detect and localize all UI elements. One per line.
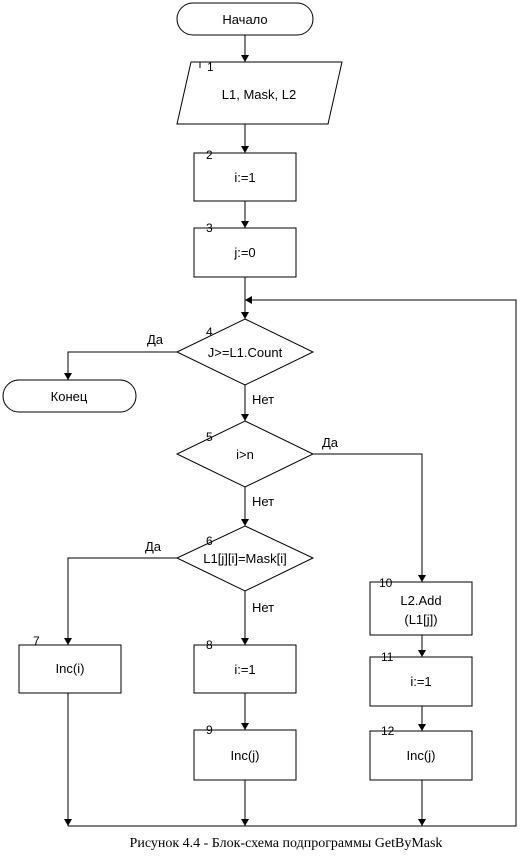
arrow-icon [245, 296, 252, 304]
block-12-text: Inc(j) [407, 748, 436, 763]
block-number: 11 [381, 650, 394, 664]
yes-label: Да [322, 435, 339, 450]
block-10-text-line2: (L1[j]) [404, 612, 437, 627]
block-2: 2 i:=1 [193, 148, 297, 202]
block-12: 12 Inc(j) [369, 724, 473, 781]
block-8: 8 i:=1 [193, 638, 297, 694]
block-4: 4 J>=L1.Count Да Нет [147, 318, 315, 407]
line-b4-yes [67, 351, 177, 380]
block-1-shape [176, 61, 343, 125]
connectors [64, 35, 517, 827]
block-8-shape [193, 644, 297, 694]
block-5-text: i>n [236, 447, 254, 462]
block-9-shape [193, 729, 297, 781]
end-label: Конец [51, 389, 88, 404]
block-number: 9 [206, 723, 213, 737]
block-4-text: J>=L1.Count [208, 345, 283, 360]
block-5: 5 i>n Да Нет [175, 420, 339, 509]
arrow-icon [241, 221, 249, 228]
block-11: 11 i:=1 [369, 650, 473, 707]
line-b5-yes [313, 453, 423, 582]
block-6-text: L1[j][i]=Mask[i] [203, 551, 286, 566]
block-7-shape [18, 644, 122, 694]
block-10-text-line1: L2.Add [400, 593, 441, 608]
arrow-icon [418, 575, 426, 582]
block-4-shape [175, 318, 315, 386]
block-number: 5 [206, 430, 213, 444]
arrow-icon [241, 723, 249, 730]
arrow-icon [418, 724, 426, 731]
start-label: Начало [222, 12, 267, 27]
line-b6-yes [67, 557, 177, 645]
arrow-icon [64, 373, 72, 380]
end-terminator: Конец [2, 379, 137, 413]
block-2-shape [193, 152, 297, 202]
end-shape [2, 379, 137, 413]
no-label: Нет [252, 600, 274, 615]
number-tick [199, 61, 220, 68]
block-3-text: j:=0 [233, 245, 255, 260]
block-9: 9 Inc(j) [193, 723, 297, 781]
arrow-icon [241, 55, 249, 62]
block-10: 10 L2.Add (L1[j]) [369, 576, 473, 636]
block-11-text: i:=1 [410, 674, 431, 689]
arrow-icon [64, 819, 72, 826]
block-3-shape [193, 227, 297, 278]
block-number: 10 [379, 576, 393, 590]
arrow-icon [241, 519, 249, 526]
arrow-icon [241, 146, 249, 153]
block-1-text: L1, Mask, L2 [222, 87, 296, 102]
figure-caption: Рисунок 4.4 - Блок-схема подпрограммы Ge… [130, 836, 443, 851]
arrow-icon [64, 638, 72, 645]
block-number: 6 [206, 534, 213, 548]
no-label: Нет [252, 494, 274, 509]
yes-label: Да [147, 332, 164, 347]
arrow-icon [418, 650, 426, 657]
block-7-text: Inc(i) [56, 661, 85, 676]
start-terminator: Начало [176, 2, 314, 36]
block-number: 7 [33, 634, 40, 648]
no-label: Нет [252, 392, 274, 407]
block-6: 6 L1[j][i]=Mask[i] Да Нет [145, 525, 315, 615]
block-12-shape [369, 730, 473, 781]
arrow-icon [241, 638, 249, 645]
block-7: 7 Inc(i) [18, 634, 122, 694]
arrow-icon [418, 819, 426, 826]
block-8-text: i:=1 [234, 662, 255, 677]
block-11-shape [369, 656, 473, 707]
arrow-icon [241, 312, 249, 319]
block-1: 1 L1, Mask, L2 [176, 60, 343, 125]
yes-label: Да [145, 539, 162, 554]
block-number: 4 [206, 325, 213, 339]
block-number: 12 [381, 724, 395, 738]
block-2-text: i:=1 [234, 170, 255, 185]
start-shape [176, 2, 314, 36]
block-3: 3 j:=0 [193, 221, 297, 278]
block-number: 2 [206, 148, 213, 162]
block-10-shape [369, 581, 473, 636]
block-6-shape [175, 525, 315, 592]
arrow-icon [241, 819, 249, 826]
block-number: 8 [206, 638, 213, 652]
block-5-shape [175, 420, 315, 488]
arrow-icon [241, 414, 249, 421]
line-loop-back [68, 299, 517, 827]
block-9-text: Inc(j) [231, 748, 260, 763]
block-number: 1 [207, 60, 214, 74]
block-number: 3 [206, 221, 213, 235]
